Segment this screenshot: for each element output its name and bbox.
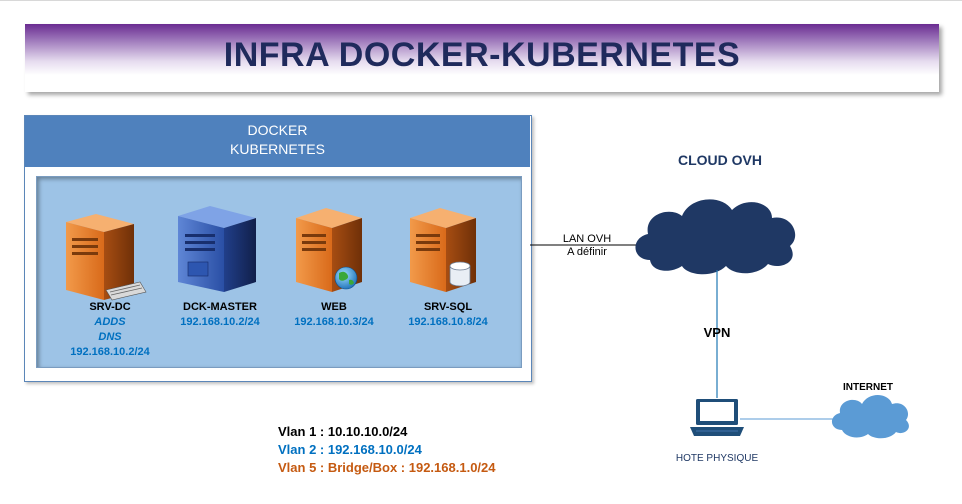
server-name: DCK-MASTER [183,301,257,313]
top-divider [0,0,962,1]
vlan-5-label: Vlan 5 : Bridge/Box : 192.168.1.0/24 [278,460,496,475]
server-srv-dc: SRV-DC ADDS DNS 192.168.10.2/24 [50,301,170,358]
page-title: INFRA DOCKER-KUBERNETES [223,36,741,74]
server-ip: 192.168.10.8/24 [408,316,488,328]
vpn-label: VPN [703,325,731,340]
server-ip: 192.168.10.2/24 [180,316,260,328]
group-line-kubernetes: KUBERNETES [230,141,325,157]
title-banner [25,24,939,92]
vlan-1-label: Vlan 1 : 10.10.10.0/24 [278,424,408,439]
server-ip: 192.168.10.3/24 [294,316,374,328]
cloud-ovh-icon [635,199,796,275]
docker-group-title: DOCKER KUBERNETES [25,121,530,159]
blue-server-icon [178,206,256,292]
orange-server-with-database-icon [410,208,476,292]
laptop-icon [690,399,744,436]
server-name: SRV-SQL [423,301,473,313]
server-ip: 192.168.10.2/24 [70,346,150,358]
server-web: WEB 192.168.10.3/24 [274,301,394,328]
cloud-ovh-title: CLOUD OVH [678,152,762,168]
lan-label-line1: LAN OVH [562,233,612,245]
server-srv-sql: SRV-SQL 192.168.10.8/24 [388,301,508,328]
vlan-2-label: Vlan 2 : 192.168.10.0/24 [278,442,422,457]
group-line-docker: DOCKER [247,122,308,138]
lan-label-line2: A définir [567,246,607,258]
host-label: HOTE PHYSIQUE [675,453,759,464]
server-dck-master: DCK-MASTER 192.168.10.2/24 [160,301,280,328]
docker-group-header [25,116,530,167]
server-name: WEB [321,301,347,313]
internet-cloud-icon [831,395,909,439]
server-role-dns: DNS [98,331,122,343]
server-role-adds: ADDS [94,316,126,328]
orange-server-with-globe-icon [296,208,362,292]
server-name: SRV-DC [89,301,131,313]
internet-label: INTERNET [843,382,893,393]
lan-label: LAN OVH A définir [548,233,626,259]
orange-server-with-keyboard-icon [66,214,147,301]
